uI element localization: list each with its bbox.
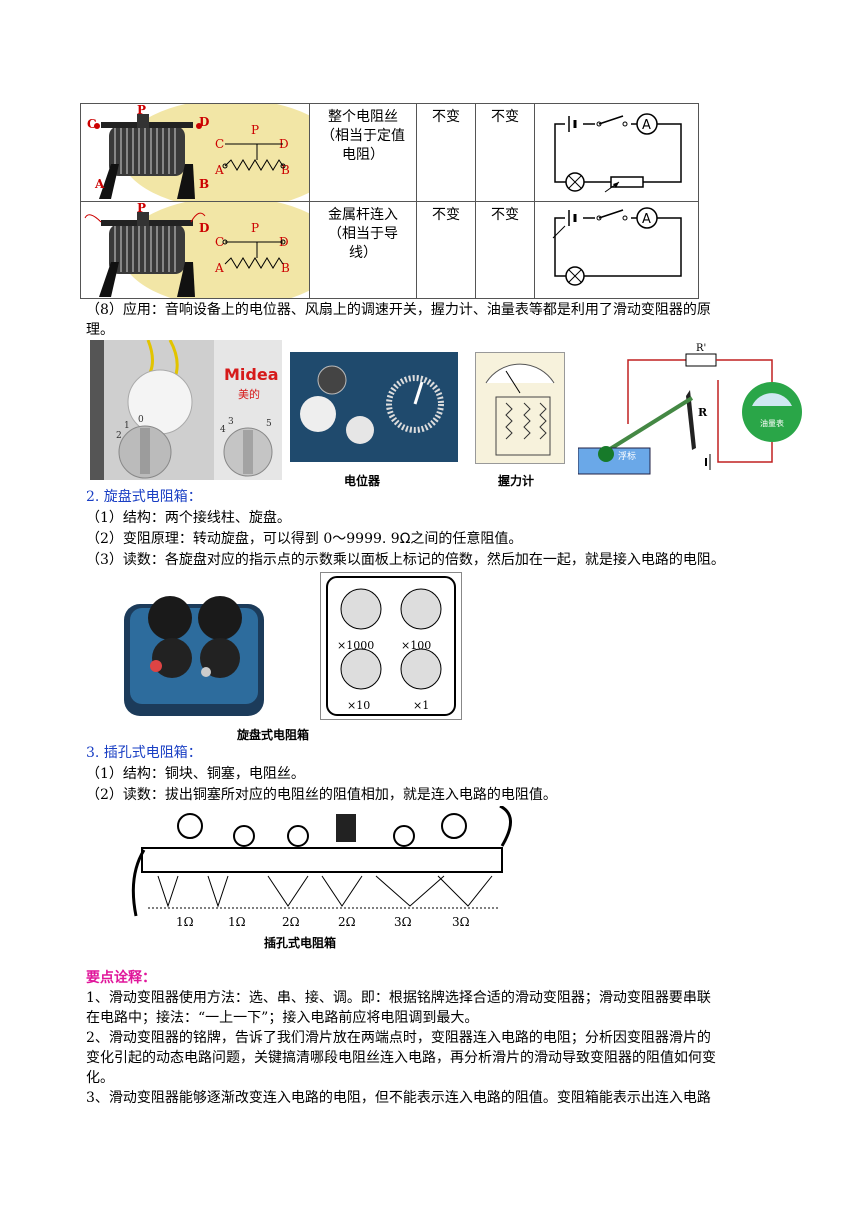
multiplier-label: ×10 — [347, 699, 370, 712]
rheostat-photo: C P D A B C P D A B — [87, 104, 309, 201]
plug-structure: （1）结构：铜块、铜塞，电阻丝。 — [86, 766, 305, 782]
value-cell: 不变 — [475, 201, 535, 299]
brand-logo-cn: 美的 — [238, 387, 260, 401]
rheostat-photo: P D C P D A B — [84, 202, 309, 298]
brand-logo: Midea — [224, 365, 279, 384]
rheostat-table: C P D A B C P D A B 整个电阻丝 （相当于定值 电阻） — [80, 103, 699, 299]
fuel-gauge-label: 油量表 — [760, 418, 784, 428]
value-cell: 不变 — [475, 103, 535, 202]
svg-text:3: 3 — [228, 417, 234, 427]
note-line: 2、滑动变阻器的铭牌，告诉了我们滑片放在两端点时，变阻器连入电路的电阻；分析因变… — [86, 1030, 711, 1046]
fan-switch-photo: Midea 美的 2 1 0 4 3 5 — [90, 340, 282, 480]
note-line: 在电路中；接法：“一上一下”；接入电路前应将电阻调到最大。 — [86, 1010, 479, 1026]
rotary-box-photo — [120, 578, 272, 720]
table-row: P D C P D A B 金属杆连入 （相当于导 线） 不变 不变 — [80, 201, 699, 299]
desc-line: （相当于定值 — [321, 128, 405, 144]
svg-text:5: 5 — [266, 419, 272, 429]
resistor-label: R' — [696, 343, 706, 354]
ammeter-symbol: A — [642, 118, 651, 133]
circuit-diagram: A — [552, 207, 682, 286]
label-a: A — [94, 177, 105, 191]
multiplier-label: ×100 — [401, 639, 431, 652]
label-d: D — [199, 115, 209, 129]
float-label: 浮标 — [618, 450, 636, 462]
schem-label-a: A — [214, 163, 224, 177]
schem-label-c: C — [215, 235, 224, 249]
circuit-cell: A — [534, 103, 699, 202]
resistor-value: 2Ω — [282, 915, 300, 929]
circuit-cell: A — [534, 201, 699, 299]
schem-label-a: A — [214, 261, 224, 275]
resistor-value: 3Ω — [452, 915, 470, 929]
rotary-principle: （2）变阻原理：转动旋盘，可以得到 0～9999. 9Ω之间的任意阻值。 — [86, 531, 523, 547]
desc-line: 整个电阻丝 — [328, 109, 398, 125]
desc-line: 金属杆连入 — [328, 207, 398, 223]
rotary-reading: （3）读数：各旋盘对应的指示点的示数乘以面板上标记的倍数，然后加在一起，就是接入… — [86, 552, 725, 568]
desc-line: 电阻） — [342, 147, 384, 163]
resistor-value: 3Ω — [394, 915, 412, 929]
fuel-gauge-diagram: R' 油量表 R 浮标 — [578, 340, 808, 475]
schem-label-d: D — [279, 137, 289, 151]
label-p: P — [137, 104, 146, 117]
desc-line: （相当于导 — [328, 226, 398, 242]
schem-label-p: P — [251, 221, 259, 235]
potentiometer-caption: 电位器 — [344, 474, 381, 488]
label-b: B — [199, 177, 209, 191]
plug-box-diagram: 1Ω 1Ω 2Ω 2Ω 3Ω 3Ω — [128, 806, 518, 934]
svg-text:1: 1 — [124, 421, 130, 431]
rotary-structure: （1）结构：两个接线柱、旋盘。 — [86, 510, 291, 526]
rotary-title: 2. 旋盘式电阻箱： — [86, 489, 202, 505]
resistor-value: 1Ω — [176, 915, 194, 929]
multiplier-label: ×1 — [413, 699, 429, 712]
resistor-value: 1Ω — [228, 915, 246, 929]
rotary-caption: 旋盘式电阻箱 — [237, 728, 310, 742]
grip-caption: 握力计 — [498, 474, 535, 488]
multiplier-label: ×1000 — [337, 639, 374, 652]
ohm-symbol: Ω — [399, 531, 411, 547]
rotary-panel-diagram: ×1000 ×100 ×10 ×1 — [320, 572, 462, 720]
svg-text:2: 2 — [116, 431, 122, 441]
desc-cell: 整个电阻丝 （相当于定值 电阻） — [309, 103, 417, 202]
schem-label-p: P — [251, 123, 259, 137]
application-line: 理。 — [86, 322, 114, 338]
note-line: 变化引起的动态电路问题，关键搞清哪段电阻丝连入电路，再分析滑片的滑动导致变阻器的… — [86, 1050, 716, 1066]
application-line: （8）应用：音响设备上的电位器、风扇上的调速开关，握力计、油量表等都是利用了滑动… — [86, 302, 711, 318]
rheostat-label: R — [698, 406, 708, 419]
schem-label-b: B — [281, 163, 290, 177]
potentiometer-photo — [290, 352, 458, 462]
rheostat-photo-cell: C P D A B C P D A B — [80, 103, 310, 202]
resistor-value: 2Ω — [338, 915, 356, 929]
schem-label-c: C — [215, 137, 224, 151]
label-p: P — [137, 202, 146, 215]
plug-reading: （2）读数：拔出铜塞所对应的电阻丝的阻值相加，就是连入电路的电阻值。 — [86, 787, 557, 803]
circuit-diagram: A — [554, 113, 682, 193]
table-row: C P D A B C P D A B 整个电阻丝 （相当于定值 电阻） — [80, 103, 699, 202]
svg-text:0: 0 — [138, 415, 144, 425]
ammeter-symbol: A — [642, 212, 651, 227]
grip-dynamometer-photo — [475, 352, 565, 464]
plug-title: 3. 插孔式电阻箱： — [86, 745, 202, 761]
note-line: 化。 — [86, 1070, 114, 1086]
label-d: D — [199, 221, 209, 235]
schem-label-b: B — [281, 261, 290, 275]
desc-line: 线） — [349, 245, 377, 261]
note-line: 1、滑动变阻器使用方法：选、串、接、调。即：根据铭牌选择合适的滑动变阻器；滑动变… — [86, 990, 711, 1006]
value-cell: 不变 — [416, 201, 476, 299]
desc-cell: 金属杆连入 （相当于导 线） — [309, 201, 417, 299]
notes-title: 要点诠释： — [86, 970, 156, 986]
value-cell: 不变 — [416, 103, 476, 202]
schem-label-d: D — [279, 235, 289, 249]
rheostat-photo-cell: P D C P D A B — [80, 201, 310, 299]
label-c: C — [87, 117, 97, 131]
plug-caption: 插孔式电阻箱 — [264, 936, 337, 950]
svg-text:4: 4 — [220, 425, 226, 435]
note-line: 3、滑动变阻器能够逐渐改变连入电路的电阻，但不能表示连入电路的阻值。变阻箱能表示… — [86, 1090, 711, 1106]
